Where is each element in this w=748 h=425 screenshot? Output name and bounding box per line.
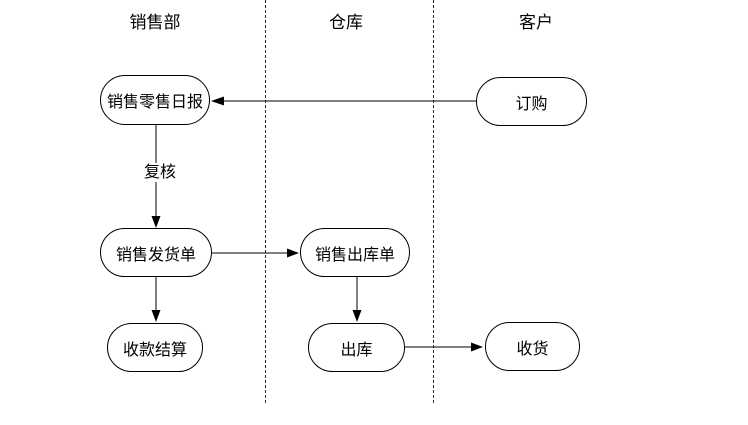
arrowhead-left-icon xyxy=(211,96,224,106)
node-sales-delivery-note: 销售发货单 xyxy=(100,228,212,277)
node-payment-settlement: 收款结算 xyxy=(107,323,203,372)
node-sales-outbound-note: 销售出库单 xyxy=(300,228,410,277)
arrowhead-down-icon xyxy=(151,216,161,228)
lane-header-warehouse: 仓库 xyxy=(329,13,363,32)
arrowhead-down-icon xyxy=(352,310,362,322)
node-retail-daily-report: 销售零售日报 xyxy=(100,75,210,125)
arrowhead-right-icon xyxy=(287,248,299,258)
node-receive-goods: 收货 xyxy=(485,322,580,371)
arrowhead-down-icon xyxy=(151,310,161,322)
lane-header-sales-dept: 销售部 xyxy=(129,13,181,32)
node-order: 订购 xyxy=(476,77,587,126)
node-outbound: 出库 xyxy=(308,323,405,372)
edge-label-review: 复核 xyxy=(139,163,181,182)
arrowhead-right-icon xyxy=(471,342,483,352)
lane-header-customer: 客户 xyxy=(519,13,553,32)
